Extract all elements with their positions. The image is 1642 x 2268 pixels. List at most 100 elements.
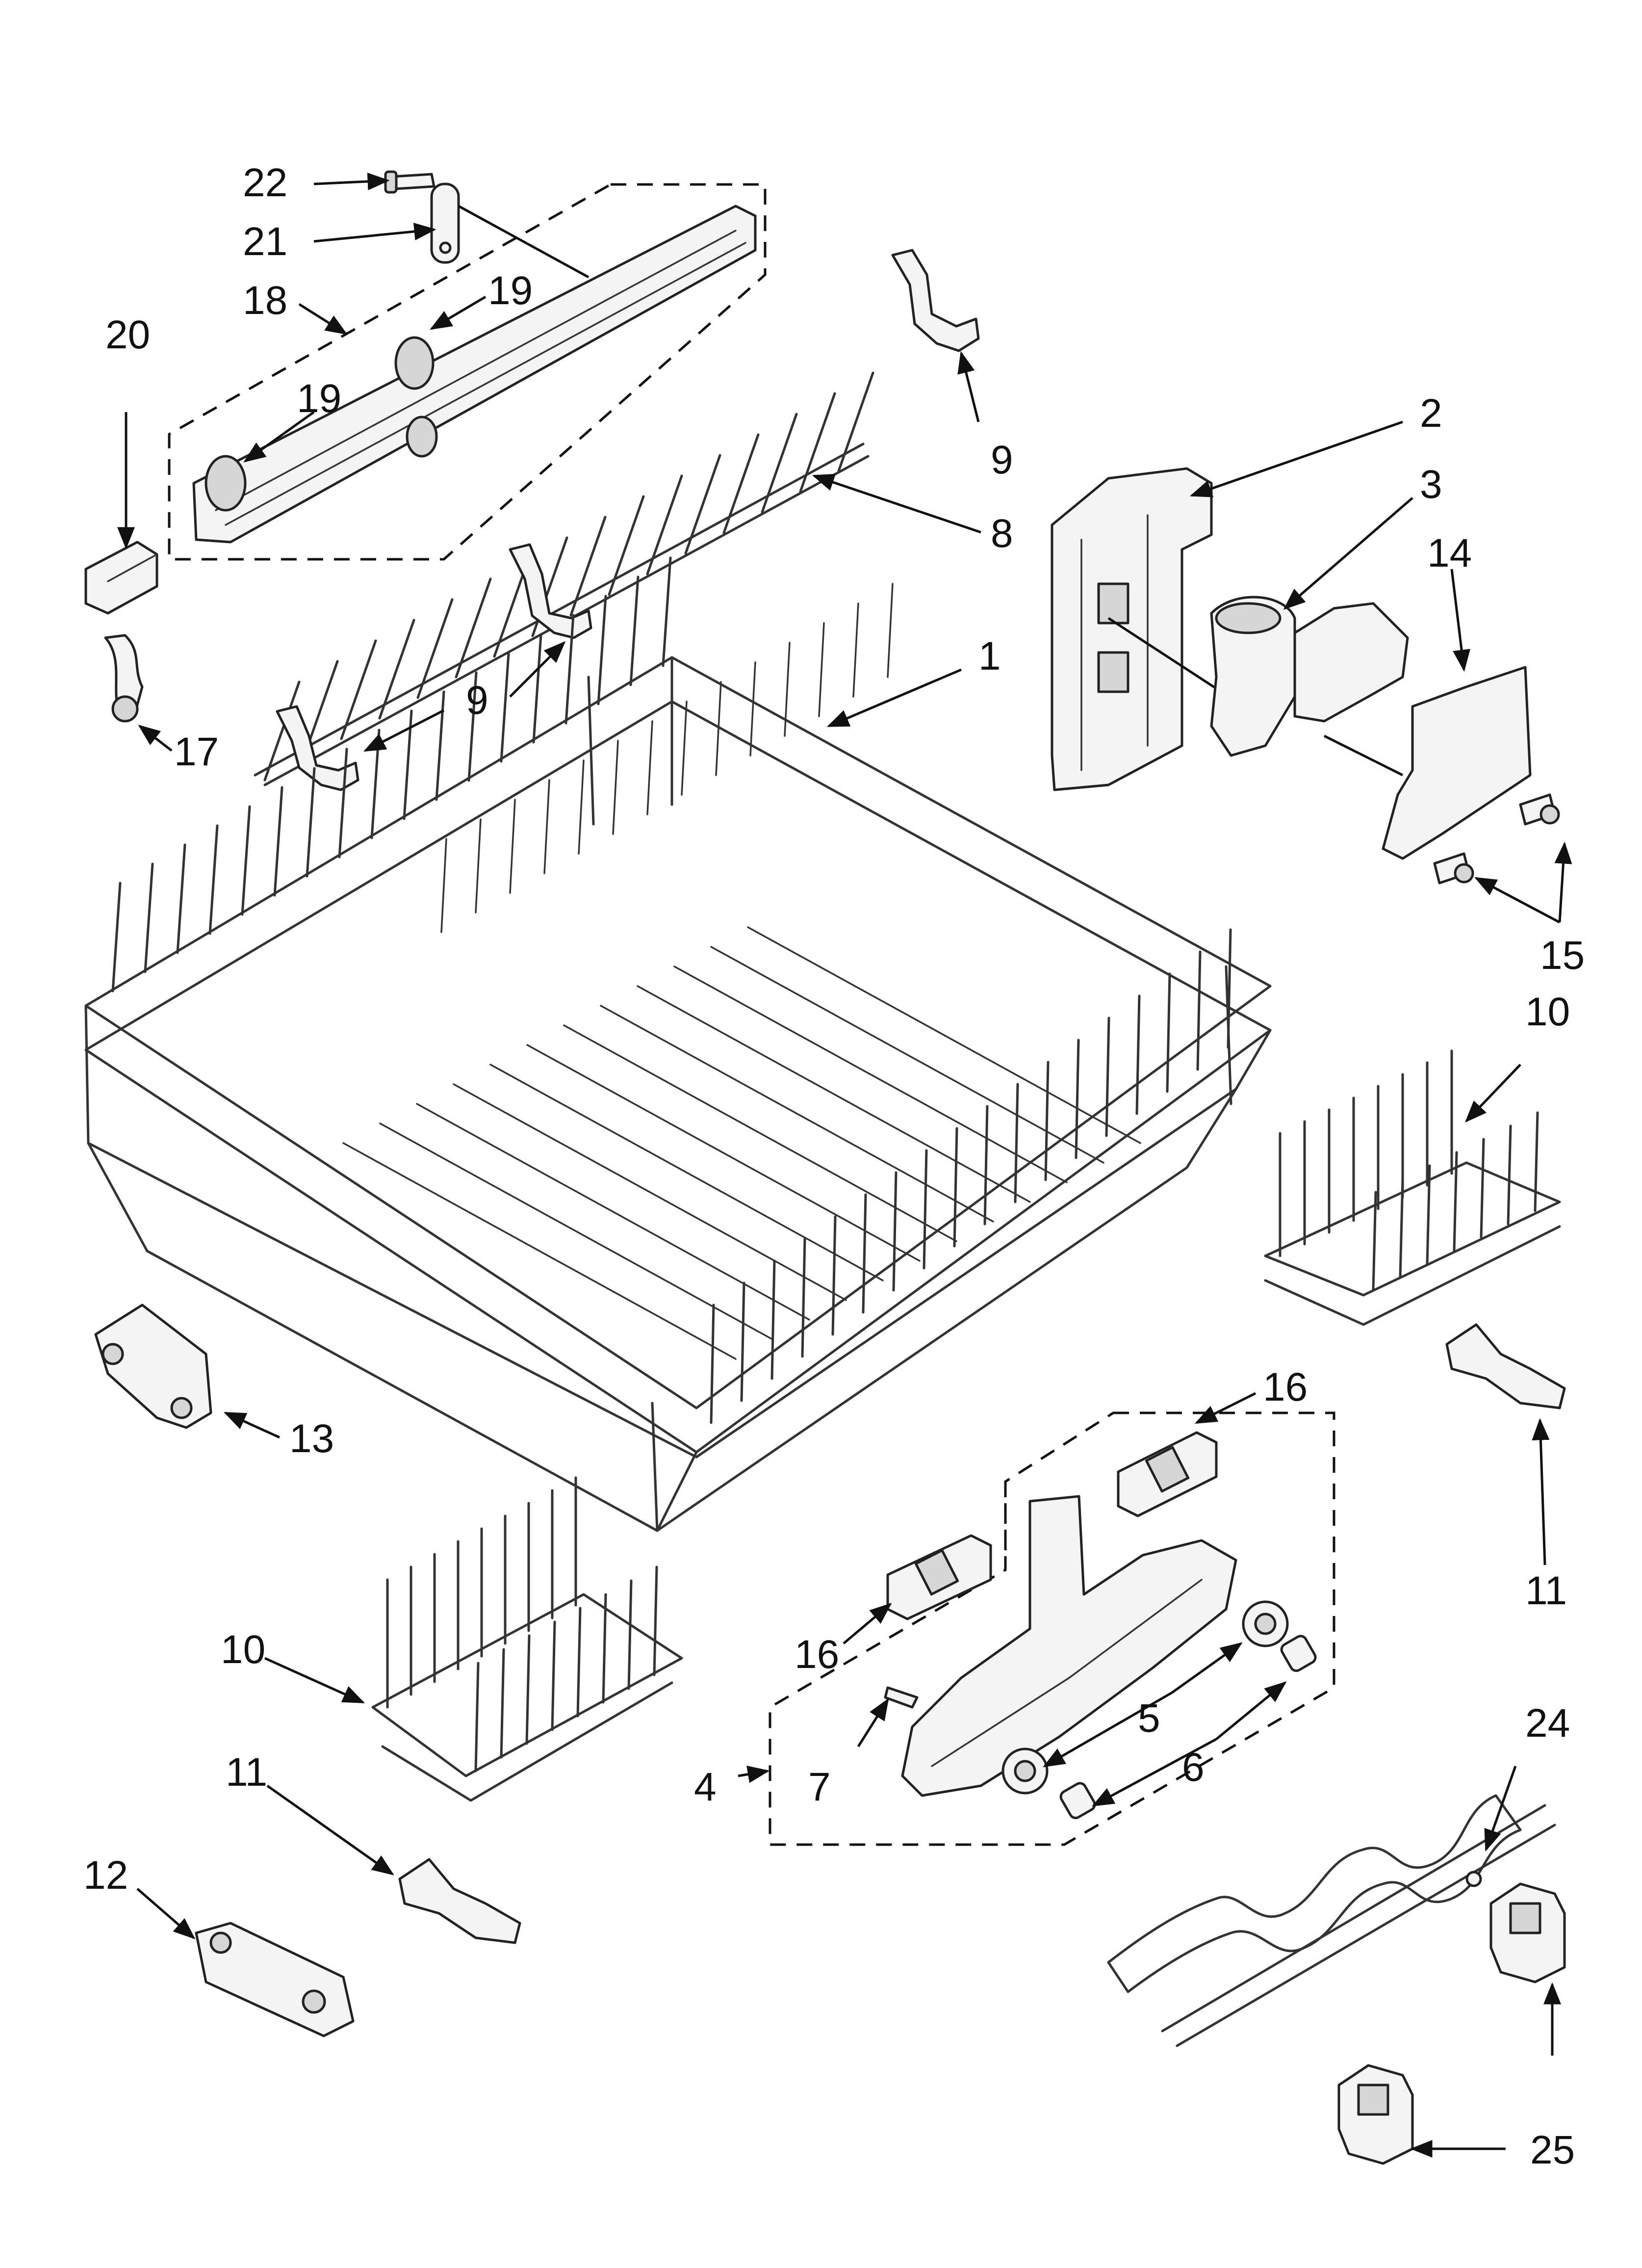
wire-tine [500,652,510,763]
wire-tine [338,748,348,859]
callout-16-lower: 16 [795,1632,839,1677]
clip-9-lower [276,705,359,791]
rail-assembly-group [168,170,767,561]
wire-tine [837,371,874,472]
callout-11-right: 11 [1525,1568,1567,1613]
wire-tine [453,1083,847,1301]
tine-rack-10-left [371,1476,683,1802]
rail-part [192,205,757,544]
wire-tine [208,824,219,935]
wire-tine [578,759,585,855]
wire-tine [1196,950,1202,1071]
wire-tine [600,1005,994,1223]
wire-tine [761,413,798,514]
callout-4: 4 [694,1765,717,1809]
screws-15 [1433,793,1560,885]
wire-tine [569,516,607,617]
wire-tine [1044,1061,1050,1181]
callout-10-right: 10 [1525,990,1570,1034]
wire-tine [1399,1177,1404,1278]
wire-tine [532,633,542,744]
wire-insert-24 [1107,1794,1556,2047]
wire-tine [509,799,516,894]
wire-tine [564,614,575,725]
wire-tine [673,965,1068,1183]
wire-tine [342,1142,737,1360]
wheel-5-upper [1242,1600,1289,1647]
wire-tine [612,740,619,835]
callout-12: 12 [83,1853,128,1898]
wire-tine [241,805,251,916]
wire-tine [597,595,607,705]
wire-tine [144,862,154,973]
wire-tine [340,639,377,740]
callout-21: 21 [243,219,287,264]
slider-16-upper [1117,1431,1218,1517]
lever-3 [1210,596,1409,757]
callout-14: 14 [1427,531,1472,575]
end-cap-20 [84,541,158,615]
callout-10-left: 10 [221,1627,265,1672]
wire-tine [602,1593,607,1704]
bracket-12 [195,1922,355,2037]
wire-tine [862,1193,867,1314]
wire-tine [646,474,683,575]
wire-tine [747,926,1141,1144]
wire-tine [740,1281,745,1402]
wire-tine [455,577,492,678]
callout-11-left: 11 [226,1750,267,1795]
tine-rack-10-right [1264,1049,1561,1326]
callout-16-upper: 16 [1263,1365,1308,1409]
wire-tine [1507,1124,1512,1225]
callout-8: 8 [991,511,1013,556]
wire-tine [543,779,550,874]
pin-7 [884,1686,919,1709]
callout-labels: 22 21 18 19 19 20 9 8 2 3 14 15 1 9 17 1… [83,160,1585,2172]
wire-tine [1227,928,1232,1049]
tine-row-8 [254,371,874,786]
callout-22: 22 [243,160,287,205]
slider-16-lower [886,1534,992,1620]
wire-tine [892,1171,898,1292]
callout-3: 3 [1420,462,1442,507]
callout-2: 2 [1420,391,1442,436]
wheel-5-lower [1001,1747,1049,1795]
stopper-21 [430,182,590,279]
housing-2 [1051,467,1222,791]
wire-tine [1480,1138,1485,1239]
bracket-13 [94,1303,212,1429]
wire-tine [500,1648,505,1759]
wire-tine [489,1064,884,1281]
wire-tine [525,1634,531,1745]
wire-tine [749,661,756,756]
wire-tine [378,619,415,720]
cover-14 [1323,666,1532,860]
callout-24: 24 [1525,1701,1570,1746]
handle-assembly-group [769,1411,1335,1846]
wire-tine [263,680,301,782]
clip-25-right [1489,1882,1566,1983]
wire-tine [1075,1039,1080,1159]
wire-tine [887,583,894,678]
wire-tine [1372,1191,1377,1292]
wire-tine [653,1565,658,1676]
wire-tine [1534,1111,1539,1212]
wire-tine [416,1103,810,1321]
wire-tine [710,1303,715,1424]
clip-11-right [1445,1323,1566,1409]
wire-tine [818,622,825,717]
callout-9-middle: 9 [466,678,488,723]
callout-13: 13 [289,1416,334,1461]
callout-15: 15 [1540,933,1585,978]
clip-9-middle [509,543,592,639]
callout-19-top: 19 [488,268,533,313]
wire-tine [474,1662,480,1773]
clip-25-left [1337,2064,1414,2165]
leader-lines [117,172,1572,2158]
callout-1: 1 [978,634,1001,678]
wire-tine [467,671,478,782]
wire-tine [801,1237,806,1358]
wire-tine [1166,972,1171,1093]
wire-tine [1135,994,1141,1115]
